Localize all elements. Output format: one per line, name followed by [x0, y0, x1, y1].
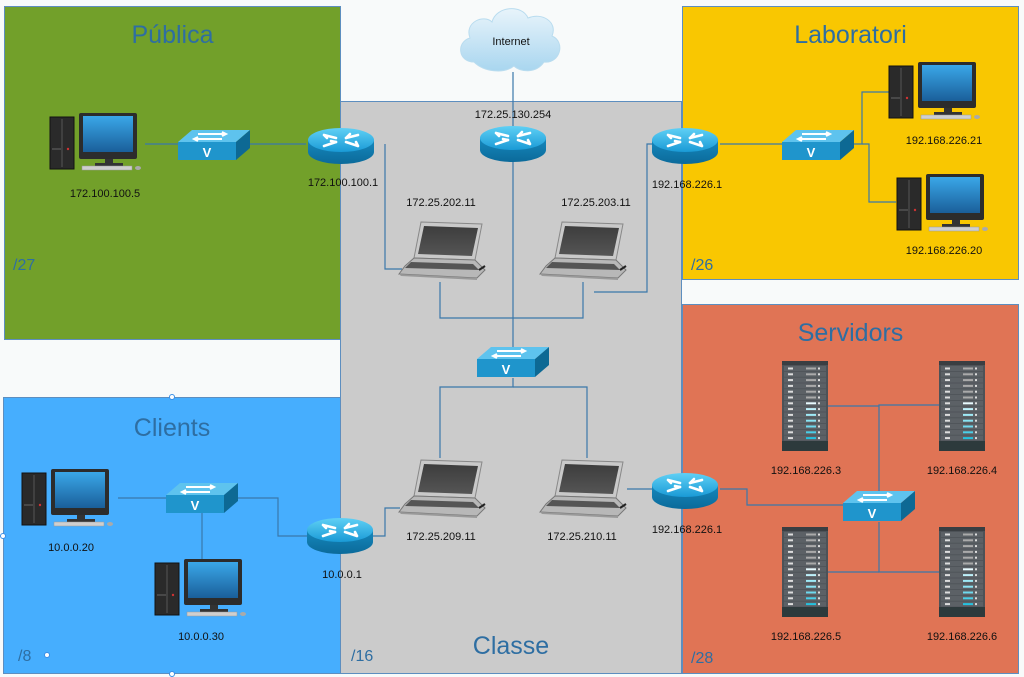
- link-serv-router-switch: [720, 488, 845, 506]
- router-icon: [478, 124, 548, 164]
- router-clients[interactable]: [305, 516, 375, 556]
- server-rack-icon: [939, 361, 985, 451]
- link-clients-router-laptop3: [373, 507, 400, 537]
- laptop-classe-1-ip: 172.25.202.11: [406, 197, 476, 209]
- router-servidors-ip: 192.168.226.1: [651, 524, 723, 536]
- laptop-icon: [397, 456, 487, 520]
- router-icon: [306, 126, 376, 166]
- switch-laboratori[interactable]: [782, 130, 854, 160]
- switch-icon: [477, 347, 549, 377]
- zone-laboratori-mask: /26: [691, 257, 714, 274]
- router-laboratori[interactable]: [650, 126, 720, 166]
- pc-clients-1-ip: 10.0.0.20: [48, 542, 94, 554]
- router-publica[interactable]: [306, 126, 376, 166]
- laptop-classe-3-ip: 172.25.209.11: [406, 531, 476, 543]
- selection-handle[interactable]: [44, 652, 50, 658]
- link-publica-router-laptop1: [384, 144, 402, 270]
- server-2-ip: 192.168.226.4: [926, 465, 998, 477]
- server-rack-icon: [939, 527, 985, 617]
- zone-servidors-mask: /28: [691, 650, 714, 667]
- router-laboratori-ip: 192.168.226.1: [651, 179, 723, 191]
- laptop-classe-1[interactable]: [397, 218, 487, 282]
- pc-clients-1[interactable]: [21, 469, 116, 529]
- pc-clients-2[interactable]: [154, 559, 249, 619]
- switch-classe[interactable]: [477, 347, 549, 377]
- pc-lab-1[interactable]: [888, 62, 983, 122]
- link-clients-switch-router: [236, 497, 308, 537]
- switch-publica[interactable]: [178, 130, 250, 160]
- switch-icon: [166, 483, 238, 513]
- switch-servidors[interactable]: [843, 491, 915, 521]
- server-1-ip: 192.168.226.3: [770, 465, 842, 477]
- cloud-icon: [460, 8, 561, 72]
- laptop-icon: [397, 218, 487, 282]
- pc-lab-1-ip: 192.168.226.21: [905, 135, 983, 147]
- router-icon: [305, 516, 375, 556]
- laptop-icon: [538, 456, 628, 520]
- pc-lab-2-ip: 192.168.226.20: [905, 245, 983, 257]
- router-servidors[interactable]: [650, 471, 720, 511]
- zone-clients-title: Clients: [133, 414, 211, 442]
- selection-handle[interactable]: [169, 394, 175, 400]
- desktop-pc-icon: [49, 113, 144, 173]
- router-core[interactable]: [478, 124, 548, 164]
- selection-handle[interactable]: [169, 671, 175, 677]
- switch-clients[interactable]: [166, 483, 238, 513]
- server-4-ip: 192.168.226.6: [926, 631, 998, 643]
- internet-label: Internet: [492, 36, 530, 48]
- zone-classe-title: Classe: [472, 632, 550, 660]
- zone-clients-mask: /8: [18, 648, 32, 665]
- zone-laboratori: Laboratori /26: [682, 6, 1019, 280]
- laptop-classe-4-ip: 172.25.210.11: [547, 531, 617, 543]
- pc-clients-2-ip: 10.0.0.30: [178, 631, 224, 643]
- link-laptop2-lab-router: [594, 143, 652, 293]
- zone-publica-title: Pública: [131, 21, 214, 49]
- laptop-classe-2-ip: 172.25.203.11: [561, 197, 631, 209]
- server-2[interactable]: [939, 361, 985, 451]
- switch-icon: [178, 130, 250, 160]
- router-icon: [650, 126, 720, 166]
- zone-laboratori-title: Laboratori: [794, 21, 907, 49]
- server-rack-icon: [782, 527, 828, 617]
- switch-icon: [843, 491, 915, 521]
- switch-icon: [782, 130, 854, 160]
- pc-lab-2[interactable]: [896, 174, 991, 234]
- laptop-icon: [538, 218, 628, 282]
- pc-publica-ip: 172.100.100.5: [69, 188, 141, 200]
- link-serv-switch-servers: [878, 404, 940, 495]
- server-3-ip: 192.168.226.5: [770, 631, 842, 643]
- server-3[interactable]: [782, 527, 828, 617]
- router-core-ip: 172.25.130.254: [474, 109, 552, 121]
- server-1[interactable]: [782, 361, 828, 451]
- desktop-pc-icon: [154, 559, 249, 619]
- router-clients-ip: 10.0.0.1: [322, 569, 362, 581]
- desktop-pc-icon: [888, 62, 983, 122]
- link-laptop1-switch: [439, 282, 584, 319]
- laptop-classe-4[interactable]: [538, 456, 628, 520]
- link-switch-laptop4: [513, 386, 588, 458]
- link-lab-switch-pc2: [862, 143, 896, 203]
- link-lab-switch-pc1: [850, 91, 890, 145]
- internet-cloud[interactable]: Internet: [456, 2, 566, 74]
- desktop-pc-icon: [21, 469, 116, 529]
- link-switch-laptop3: [439, 378, 514, 458]
- server-rack-icon: [782, 361, 828, 451]
- server-4[interactable]: [939, 527, 985, 617]
- laptop-classe-3[interactable]: [397, 456, 487, 520]
- router-publica-ip: 172.100.100.1: [307, 177, 379, 189]
- router-icon: [650, 471, 720, 511]
- desktop-pc-icon: [896, 174, 991, 234]
- zone-publica-mask: /27: [13, 257, 36, 274]
- pc-publica[interactable]: [49, 113, 144, 173]
- laptop-classe-2[interactable]: [538, 218, 628, 282]
- zone-publica: Pública /27: [4, 6, 341, 340]
- zone-servidors-title: Servidors: [797, 319, 904, 347]
- selection-handle[interactable]: [0, 533, 6, 539]
- zone-classe-mask: /16: [351, 648, 374, 665]
